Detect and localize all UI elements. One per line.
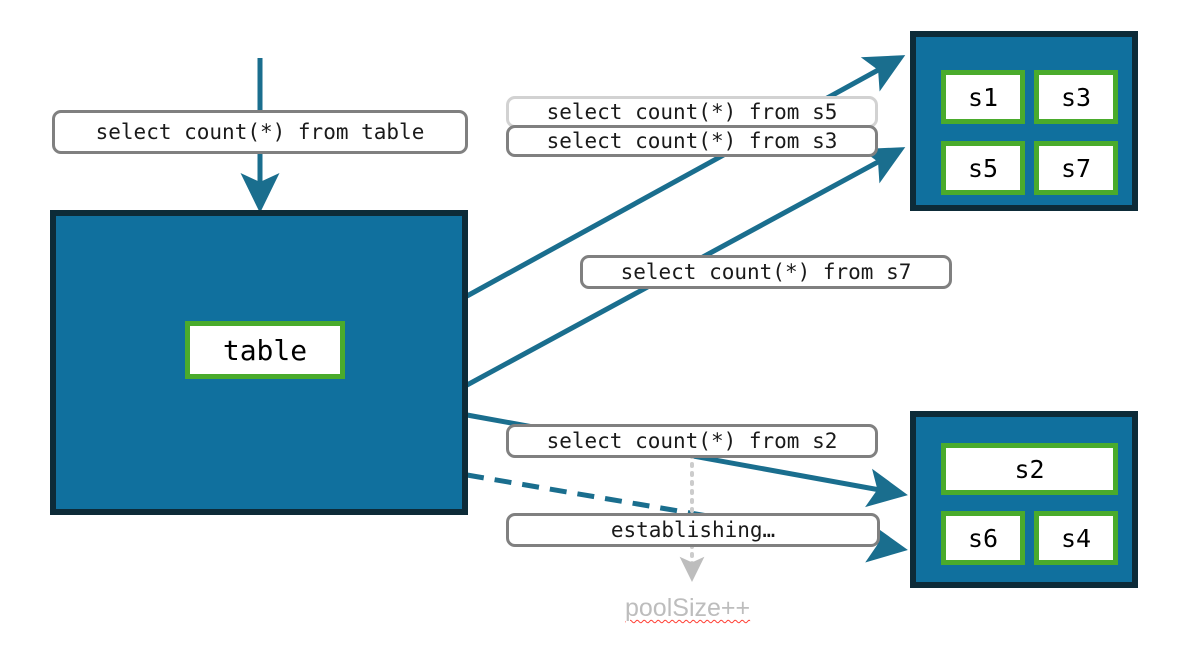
pool-size-annotation: poolSize++ [625,594,751,622]
node-s4-label: s4 [1060,523,1092,553]
node-s7-label: s7 [1060,153,1092,183]
callout-query-s5[interactable]: select count(*) from s5 [506,96,878,128]
callout-query-s2[interactable]: select count(*) from s2 [506,424,878,458]
node-table[interactable]: table [185,321,345,379]
lower-pool-panel: s2 s6 s4 [910,411,1138,588]
callout-query-s5-label: select count(*) from s5 [546,100,838,124]
node-s3[interactable]: s3 [1034,70,1118,124]
node-s7[interactable]: s7 [1034,141,1118,195]
node-s2[interactable]: s2 [941,443,1118,495]
node-s3-label: s3 [1060,82,1092,112]
node-table-label: table [222,333,308,367]
node-s5[interactable]: s5 [941,141,1025,195]
callout-query-s3-label: select count(*) from s3 [546,129,838,153]
callout-establishing-label: establishing… [610,518,776,542]
node-s6[interactable]: s6 [941,511,1025,565]
callout-query-s7[interactable]: select count(*) from s7 [580,255,952,289]
callout-query-s3[interactable]: select count(*) from s3 [506,125,878,157]
node-s4[interactable]: s4 [1034,511,1118,565]
node-s6-label: s6 [967,523,999,553]
callout-query-s7-label: select count(*) from s7 [620,260,912,284]
node-s1-label: s1 [967,82,999,112]
node-s5-label: s5 [967,153,999,183]
node-s2-label: s2 [1014,454,1045,484]
table-panel: table [50,210,468,515]
upper-pool-panel: s1 s3 s5 s7 [910,31,1138,211]
callout-establishing[interactable]: establishing… [506,513,880,547]
callout-query-s2-label: select count(*) from s2 [546,429,838,453]
callout-query-table[interactable]: select count(*) from table [52,110,468,154]
callout-query-table-label: select count(*) from table [95,120,425,144]
node-s1[interactable]: s1 [941,70,1025,124]
